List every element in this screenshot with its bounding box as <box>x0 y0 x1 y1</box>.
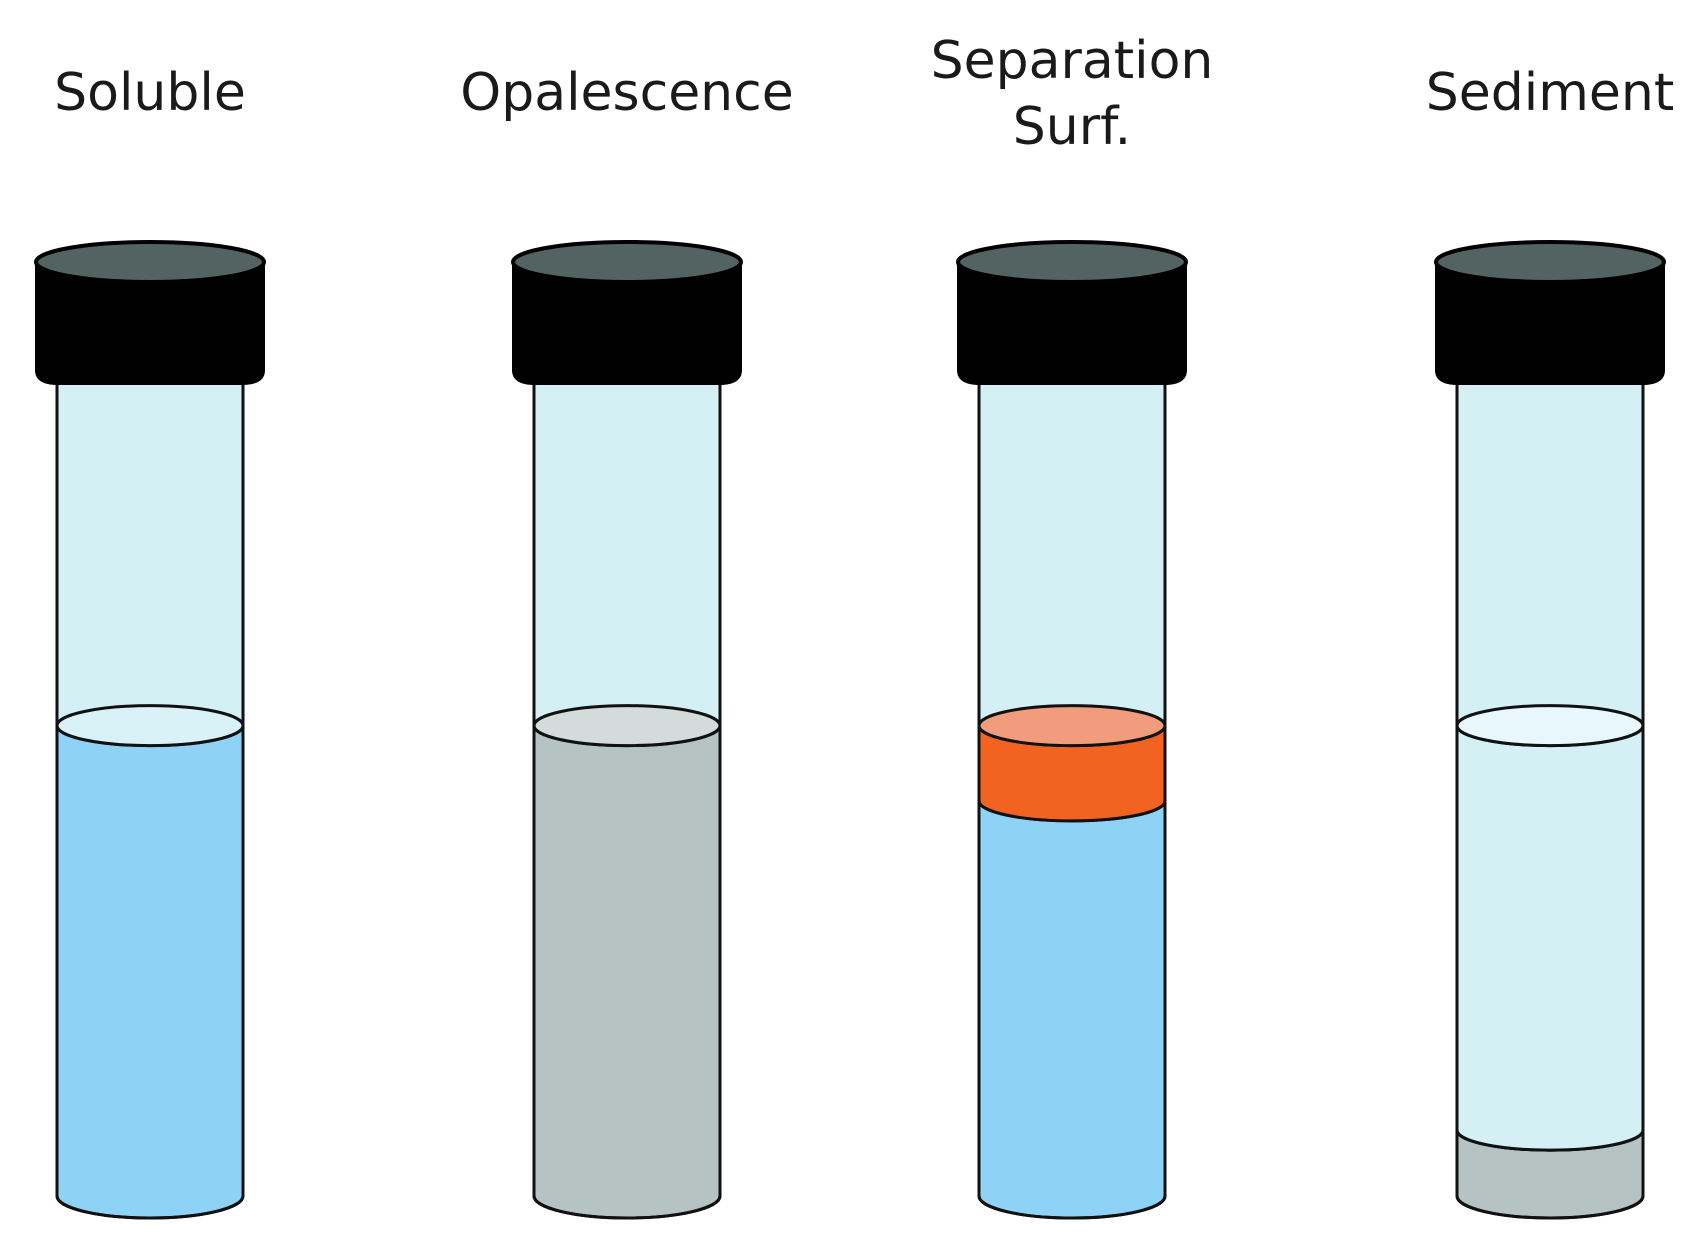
surface-clear-supernatant <box>1455 704 1645 748</box>
vial-cap-top <box>34 240 266 284</box>
vial-cap <box>512 261 742 385</box>
vial-cap <box>1435 261 1665 385</box>
vial-outline <box>532 385 722 1220</box>
layer-aqueous-phase <box>977 800 1167 1220</box>
vial-cap-top <box>511 240 743 284</box>
vial-cap-top <box>956 240 1188 284</box>
vial-label-1: Opalescence <box>460 60 793 126</box>
surface-separated-phase <box>977 704 1167 748</box>
vial-0 <box>34 240 266 1220</box>
vial-cap <box>957 261 1187 385</box>
vial-label-line: Sediment <box>1425 63 1675 123</box>
vial-label-0: Soluble <box>54 60 246 126</box>
vial-outline <box>1455 385 1645 1220</box>
vial-label-line: Opalescence <box>460 63 794 123</box>
vial-2 <box>956 240 1188 1220</box>
surface-solution <box>55 704 245 748</box>
vial-label-line: Soluble <box>54 63 246 123</box>
vial-label-line: Separation <box>930 31 1214 91</box>
vial-1 <box>511 240 743 1220</box>
vial-label-3: Sediment <box>1426 60 1674 126</box>
vial-cap <box>35 261 265 385</box>
vial-outline <box>977 385 1167 1220</box>
layer-clear-supernatant <box>1455 725 1645 1152</box>
layer-opalescent-solution <box>532 725 722 1220</box>
vial-3 <box>1434 240 1666 1220</box>
vial-cap-top <box>1434 240 1666 284</box>
vial-outline <box>55 385 245 1220</box>
vial-label-line: Surf. <box>1012 97 1132 157</box>
layer-solution <box>55 725 245 1220</box>
surface-opalescent-solution <box>532 704 722 748</box>
